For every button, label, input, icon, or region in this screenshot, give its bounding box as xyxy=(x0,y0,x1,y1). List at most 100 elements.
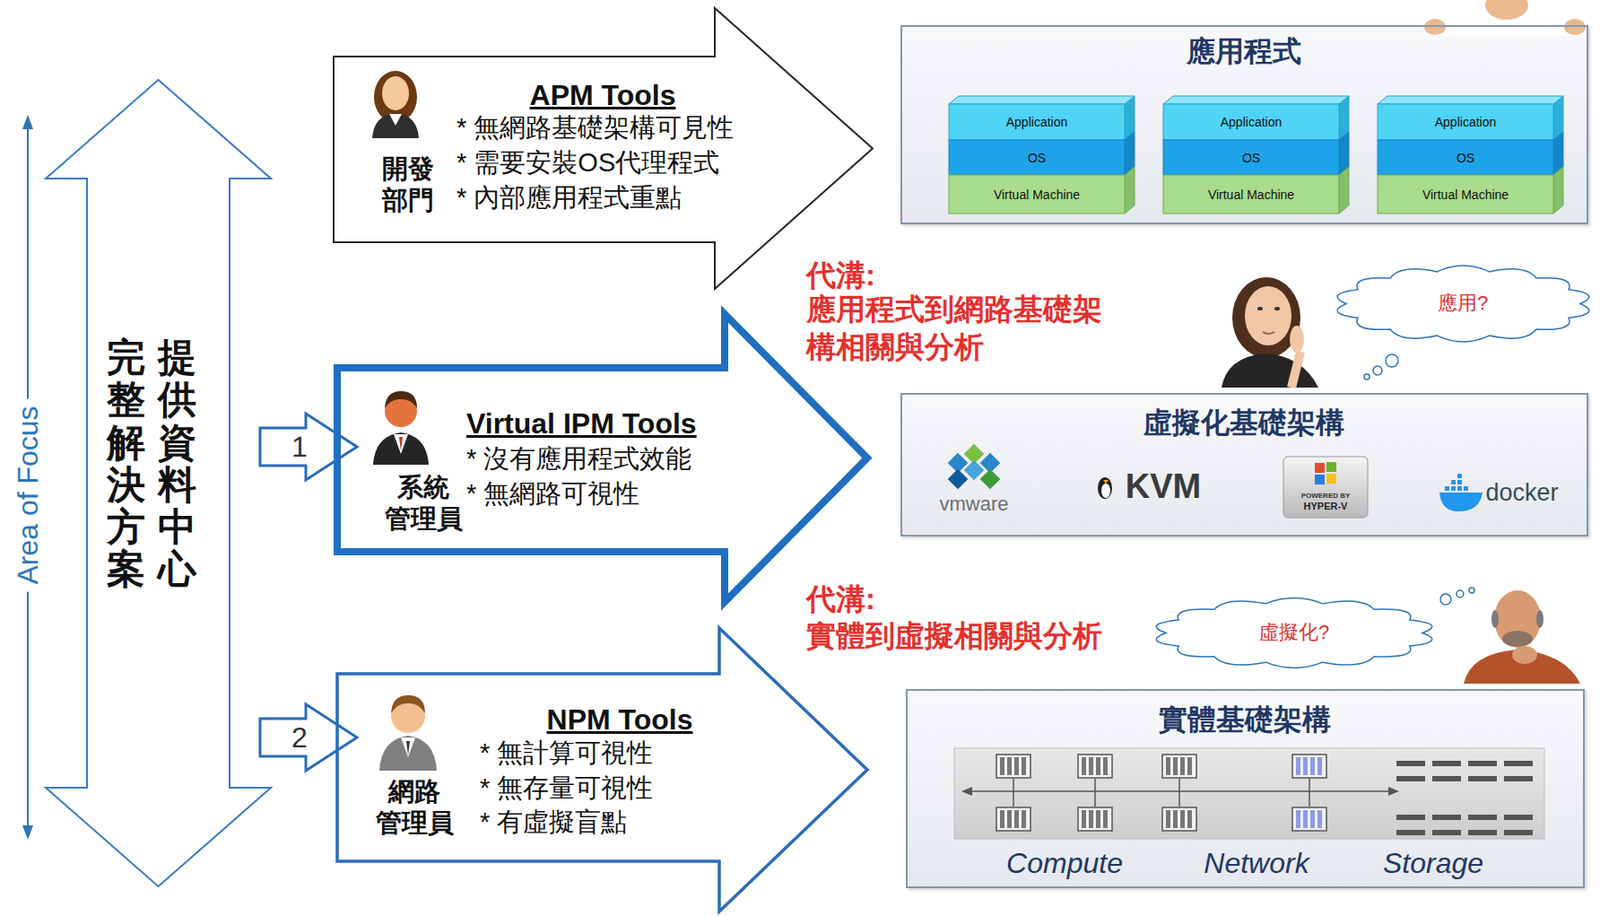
kvm-logo xyxy=(1097,477,1113,499)
hyperv-logo xyxy=(1314,462,1325,473)
logo-text: vmware xyxy=(939,492,1009,516)
thinking-woman xyxy=(1232,277,1301,358)
layer-label: Virtual Machine xyxy=(1208,186,1295,202)
bullet-item: * 需要安裝OS代理程式 xyxy=(456,147,720,179)
developer-avatar xyxy=(389,113,402,126)
thinking-woman xyxy=(1274,306,1280,311)
layer-panel: 應用程式 ApplicationOS Virtual Machine Applicat… xyxy=(900,25,1589,225)
thought-bubbles xyxy=(1364,373,1370,380)
box-top xyxy=(948,95,1135,105)
bullet-item: * 沒有應用程式效能 xyxy=(466,443,692,475)
tool-title: NPM Tools xyxy=(547,702,694,737)
tool-arrow: 開發 部門APM Tools* 無網路基礎架構可見性* 需要安裝OS代理程式* … xyxy=(333,8,873,289)
docker-logo xyxy=(1457,486,1462,491)
server-rack xyxy=(1292,807,1327,831)
bullet-item: * 無網路可視性 xyxy=(466,478,640,510)
netadmin-avatar xyxy=(406,740,410,756)
server-rack xyxy=(954,747,1545,839)
stack-layer: OS xyxy=(1163,139,1340,175)
panel-title: 實體基礎架構 xyxy=(1158,702,1331,737)
hyperv-logo xyxy=(1283,456,1368,518)
stack-layer: Virtual Machine xyxy=(948,174,1125,214)
top-person xyxy=(1485,0,1529,20)
sysadmin-avatar xyxy=(373,391,429,465)
docker-logo xyxy=(1444,486,1450,491)
box-front xyxy=(1377,139,1554,175)
vertical-title: 完整解決方案 xyxy=(106,336,146,592)
server-rack xyxy=(961,786,973,796)
server-rack xyxy=(1078,807,1113,831)
bullet-item: * 無計算可視性 xyxy=(479,737,653,769)
tool-arrow: 網路 管理員 NPM Tools* 無計算可視性* 無存量可視性* 有虛擬盲點 xyxy=(337,627,868,912)
thinking-man xyxy=(1502,630,1533,647)
layer-label: Virtual Machine xyxy=(1422,186,1509,202)
server-rack xyxy=(1162,807,1197,831)
stack-layer: Virtual Machine xyxy=(1377,174,1554,214)
layer-label: Application xyxy=(1006,114,1069,131)
docker-logo xyxy=(1463,486,1469,491)
sysadmin-avatar xyxy=(373,432,429,465)
thinking-woman xyxy=(1289,325,1305,353)
arrow-outline xyxy=(45,79,271,887)
stack-layer: Application xyxy=(1377,104,1554,140)
docker-logo xyxy=(1451,486,1456,491)
box-front xyxy=(1163,139,1340,175)
thinking-man xyxy=(1491,609,1499,628)
server-rack xyxy=(1292,754,1327,778)
arrow-outline xyxy=(260,413,357,480)
box-front xyxy=(948,174,1125,214)
bullet-item: * 無存量可視性 xyxy=(479,772,653,804)
tool-arrow: 系統 管理員Virtual IPM Tools* 沒有應用程式效能* 無網路可視… xyxy=(337,313,868,602)
sysadmin-avatar xyxy=(393,434,409,454)
bullet-item: * 內部應用程式重點 xyxy=(456,182,682,214)
role-label: 系統 管理員 xyxy=(382,471,465,535)
role-label: 網路 管理員 xyxy=(373,775,456,839)
box-front xyxy=(1163,104,1340,140)
developer-avatar xyxy=(372,113,419,139)
server-rack xyxy=(1078,754,1113,778)
layer-label: Application xyxy=(1434,114,1497,131)
logo-text: HYPER-V xyxy=(1304,500,1348,513)
thinking-woman xyxy=(1257,306,1263,311)
step-arrow: 2 xyxy=(260,704,357,771)
gap-text: 實體到虛擬相關與分析 xyxy=(806,617,1103,654)
vmware-logo xyxy=(980,469,1001,490)
cloud-outline xyxy=(1337,265,1590,342)
top-person xyxy=(1424,18,1446,35)
box-front xyxy=(1163,174,1340,214)
box-front xyxy=(948,104,1125,140)
panel-fills xyxy=(900,25,1589,888)
docker-logo xyxy=(1457,473,1462,479)
stack-layer: Application xyxy=(1163,104,1340,140)
panel-fill xyxy=(900,25,1589,225)
panel-title: 虛擬化基礎架構 xyxy=(1143,405,1345,440)
layer-label: OS xyxy=(1456,149,1475,166)
panel-title: 應用程式 xyxy=(1186,34,1302,69)
vertical-title: 提供資料中心 xyxy=(157,336,197,592)
kvm-logo xyxy=(1103,479,1109,484)
thinking-woman xyxy=(1262,331,1275,334)
tool-title: Virtual IPM Tools xyxy=(466,406,697,441)
sysadmin-avatar xyxy=(399,436,403,452)
role-label: 開發 部門 xyxy=(380,153,436,217)
netadmin-avatar xyxy=(379,735,437,771)
hyperv-logo xyxy=(1326,461,1337,472)
step-number: 2 xyxy=(291,722,308,752)
focus-axis xyxy=(22,825,34,840)
thought-bubbles xyxy=(1364,354,1475,605)
kvm-logo xyxy=(1097,477,1113,499)
focus-axis xyxy=(22,114,34,130)
box-side xyxy=(1124,166,1135,214)
hyperv-logo xyxy=(1326,473,1337,484)
resource-label: Compute xyxy=(1006,845,1123,880)
resource-label: Storage xyxy=(1382,845,1484,880)
tool-arrow-outline xyxy=(337,627,868,912)
docker-logo xyxy=(1439,473,1483,512)
server-rack xyxy=(1396,760,1533,835)
bullet-item: * 有虛擬盲點 xyxy=(479,806,627,838)
step-arrow-outline xyxy=(260,704,357,771)
thinking-man xyxy=(1536,609,1544,628)
thought-bubbles xyxy=(1440,593,1452,605)
layer-label: OS xyxy=(1242,149,1261,166)
